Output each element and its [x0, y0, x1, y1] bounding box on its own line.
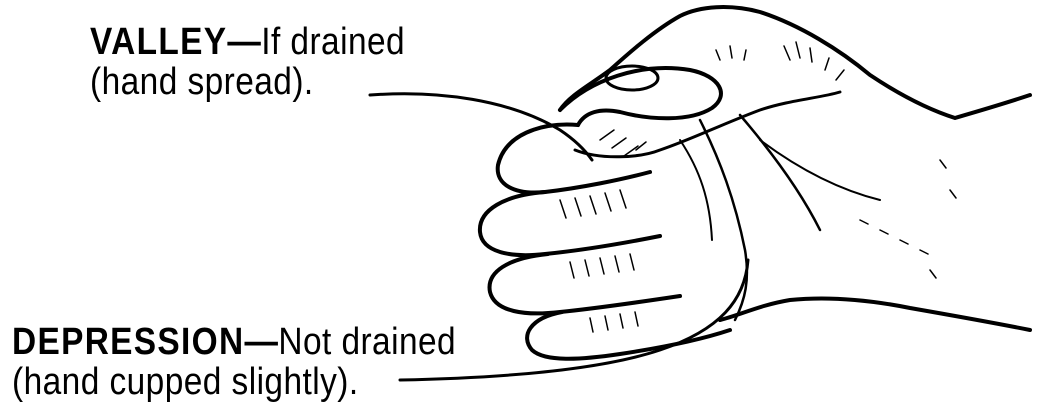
valley-description: If drained	[261, 21, 405, 63]
palm-crease-4	[760, 140, 880, 200]
depression-note: (hand cupped slightly).	[12, 362, 456, 402]
valley-note: (hand spread).	[90, 62, 405, 102]
depression-term: DEPRESSION	[12, 321, 244, 363]
wrist-edge	[720, 298, 1030, 330]
depression-label: DEPRESSION—Not drained (hand cupped slig…	[12, 322, 456, 402]
shading-hatch	[560, 42, 956, 332]
finger-4	[527, 312, 730, 359]
valley-dash: —	[227, 21, 261, 63]
valley-label: VALLEY—If drained (hand spread).	[90, 22, 405, 102]
palm-crease-3	[680, 140, 712, 240]
depression-dash: —	[244, 321, 278, 363]
finger-2	[480, 192, 660, 255]
valley-leader-line	[370, 94, 592, 160]
valley-term: VALLEY	[90, 21, 227, 63]
thumb	[560, 68, 721, 125]
finger-1	[498, 125, 650, 193]
finger-3	[490, 254, 680, 313]
palm-crease-2	[740, 115, 820, 230]
depression-description: Not drained	[278, 321, 456, 363]
valley-crease	[575, 92, 840, 157]
